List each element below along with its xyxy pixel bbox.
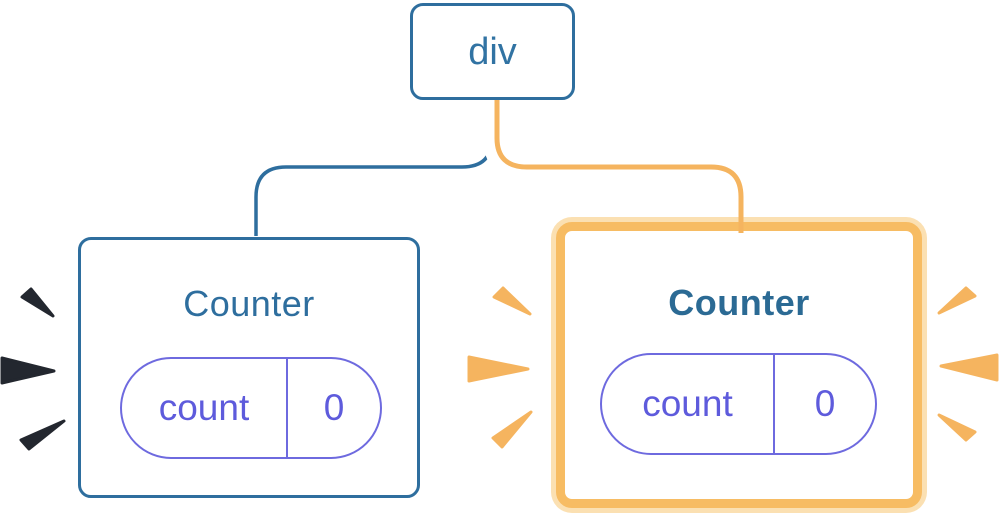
state-pill-left: count 0 — [120, 357, 382, 459]
burst-ray — [20, 287, 55, 318]
burst-ray — [492, 286, 532, 316]
tree-edge-right — [494, 100, 744, 233]
counter-card-right-highlighted: Counter count 0 — [556, 222, 922, 508]
burst-left-dark-icon — [0, 287, 66, 451]
burst-right-orange-left-icon — [467, 286, 533, 449]
burst-right-orange-right-icon — [937, 286, 999, 442]
counter-card-left: Counter count 0 — [78, 237, 420, 498]
burst-ray — [939, 353, 999, 382]
tree-edge-left — [254, 101, 494, 236]
state-value-left: 0 — [286, 359, 380, 457]
burst-ray — [937, 413, 977, 442]
state-value-right: 0 — [773, 355, 875, 453]
burst-ray — [491, 410, 533, 449]
counter-title-left: Counter — [183, 283, 315, 324]
root-node-div: div — [410, 3, 575, 100]
state-key-right: count — [642, 383, 733, 424]
tree-edge-right-casing — [483, 100, 755, 217]
counter-title-right: Counter — [668, 282, 810, 323]
root-node-label: div — [468, 30, 517, 73]
burst-ray — [467, 355, 530, 383]
state-pill-right: count 0 — [600, 353, 877, 455]
burst-ray — [19, 419, 66, 451]
burst-ray — [0, 356, 56, 385]
state-key-left: count — [158, 387, 250, 428]
burst-ray — [937, 286, 977, 315]
